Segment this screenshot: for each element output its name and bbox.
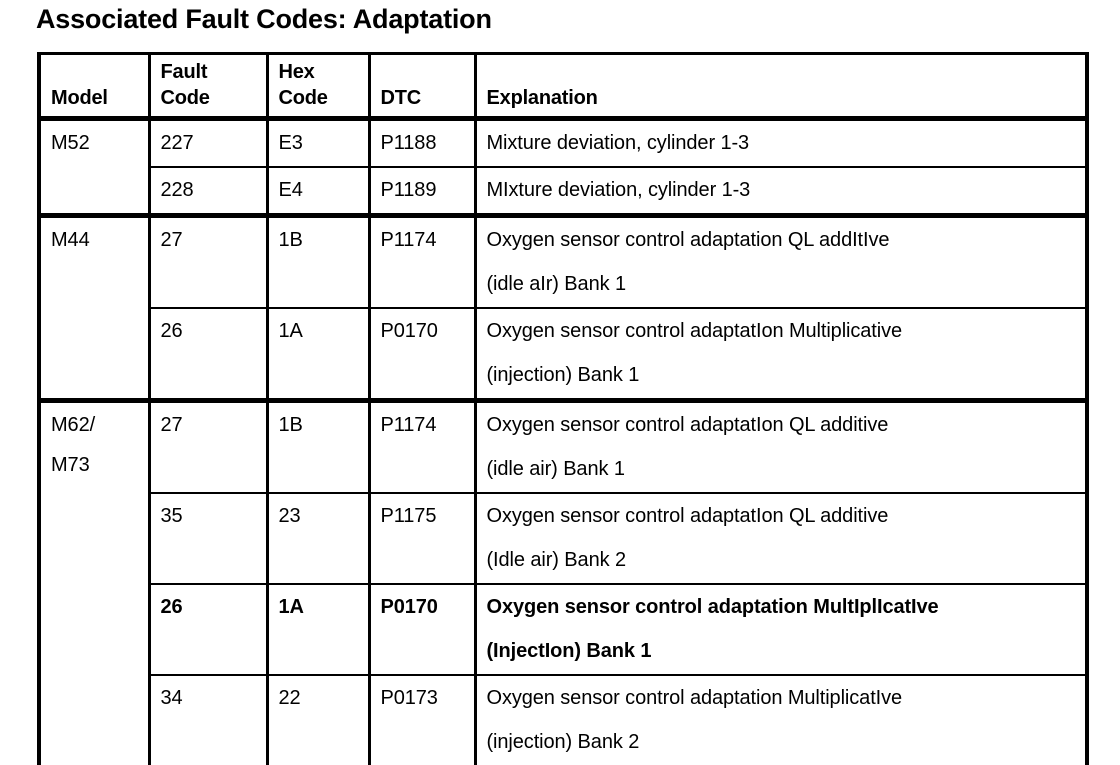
- cell-explanation-line: (injection) Bank 2: [487, 720, 1086, 764]
- column-header-model-line2: Model: [51, 85, 148, 111]
- cell-explanation: Mixture deviation, cylinder 1-3: [475, 119, 1087, 168]
- cell-explanation-line: (idle air) Bank 1: [487, 447, 1086, 491]
- column-header-fault-code-line1: Fault: [161, 59, 266, 85]
- cell-explanation-line: (idle aIr) Bank 1: [487, 262, 1086, 306]
- column-header-hex-code-line2: Code: [279, 85, 368, 111]
- cell-explanation-line: Oxygen sensor control adaptatIon QL addi…: [487, 494, 1086, 538]
- cell-explanation-line: MIxture deviation, cylinder 1-3: [487, 168, 1086, 212]
- cell-explanation: MIxture deviation, cylinder 1-3: [475, 167, 1087, 216]
- cell-fault-code: 227: [149, 119, 267, 168]
- cell-hex-code: 1B: [267, 216, 369, 309]
- cell-fault-code: 27: [149, 401, 267, 494]
- cell-hex-code: E3: [267, 119, 369, 168]
- cell-explanation-line: Oxygen sensor control adaptatIon QL addi…: [487, 403, 1086, 447]
- cell-dtc: P0170: [369, 584, 475, 675]
- column-header-explanation-line2: Explanation: [487, 85, 1086, 111]
- cell-hex-code: 1A: [267, 584, 369, 675]
- column-header-dtc: DTC: [369, 54, 475, 119]
- cell-dtc: P1175: [369, 493, 475, 584]
- cell-fault-code: 228: [149, 167, 267, 216]
- cell-explanation-line: Oxygen sensor control adaptation MultIpl…: [487, 585, 1086, 629]
- document-page: Associated Fault Codes: Adaptation Model…: [0, 0, 1120, 736]
- cell-hex-code: 22: [267, 675, 369, 765]
- column-header-hex-code: Hex Code: [267, 54, 369, 119]
- column-header-model: Model: [39, 54, 149, 119]
- cell-explanation: Oxygen sensor control adaptation MultIpl…: [475, 584, 1087, 675]
- table-header: Model Fault Code Hex Code DTC: [39, 54, 1087, 119]
- cell-explanation-line: Oxygen sensor control adaptatIon Multipl…: [487, 309, 1086, 353]
- cell-dtc: P1188: [369, 119, 475, 168]
- column-header-dtc-line2: DTC: [381, 85, 474, 111]
- cell-explanation-line: (InjectIon) Bank 1: [487, 629, 1086, 673]
- cell-model-line: M73: [51, 445, 148, 485]
- cell-model-line: M44: [51, 220, 148, 260]
- cell-model-line: M62/: [51, 405, 148, 445]
- cell-explanation: Oxygen sensor control adaptatIon Multipl…: [475, 308, 1087, 401]
- cell-explanation: Oxygen sensor control adaptatIon QL addi…: [475, 493, 1087, 584]
- column-header-fault-code-line2: Code: [161, 85, 266, 111]
- cell-explanation-line: Mixture deviation, cylinder 1-3: [487, 121, 1086, 165]
- column-header-fault-code: Fault Code: [149, 54, 267, 119]
- table-header-row: Model Fault Code Hex Code DTC: [39, 54, 1087, 119]
- cell-hex-code: 23: [267, 493, 369, 584]
- cell-explanation-line: (injection) Bank 1: [487, 353, 1086, 397]
- cell-explanation-line: Oxygen sensor control adaptation QL addI…: [487, 218, 1086, 262]
- cell-dtc: P1174: [369, 216, 475, 309]
- cell-explanation-line: Oxygen sensor control adaptation Multipl…: [487, 676, 1086, 720]
- cell-model-line: M52: [51, 123, 148, 163]
- cell-dtc: P1174: [369, 401, 475, 494]
- cell-explanation-line: (Idle air) Bank 2: [487, 538, 1086, 582]
- cell-dtc: P0173: [369, 675, 475, 765]
- cell-fault-code: 26: [149, 308, 267, 401]
- cell-dtc: P0170: [369, 308, 475, 401]
- fault-codes-table: Model Fault Code Hex Code DTC: [37, 52, 1089, 765]
- cell-model: M62/M73: [39, 401, 149, 765]
- cell-explanation: Oxygen sensor control adaptation Multipl…: [475, 675, 1087, 765]
- cell-dtc: P1189: [369, 167, 475, 216]
- page-title: Associated Fault Codes: Adaptation: [36, 2, 492, 36]
- cell-fault-code: 26: [149, 584, 267, 675]
- cell-model: M52: [39, 119, 149, 216]
- cell-hex-code: 1A: [267, 308, 369, 401]
- cell-model: M44: [39, 216, 149, 401]
- cell-explanation: Oxygen sensor control adaptatIon QL addi…: [475, 401, 1087, 494]
- cell-fault-code: 35: [149, 493, 267, 584]
- fault-codes-table-wrapper: Model Fault Code Hex Code DTC: [37, 52, 1085, 765]
- column-header-hex-code-line1: Hex: [279, 59, 368, 85]
- cell-fault-code: 34: [149, 675, 267, 765]
- cell-hex-code: E4: [267, 167, 369, 216]
- cell-explanation: Oxygen sensor control adaptation QL addI…: [475, 216, 1087, 309]
- column-header-explanation: Explanation: [475, 54, 1087, 119]
- cell-fault-code: 27: [149, 216, 267, 309]
- cell-hex-code: 1B: [267, 401, 369, 494]
